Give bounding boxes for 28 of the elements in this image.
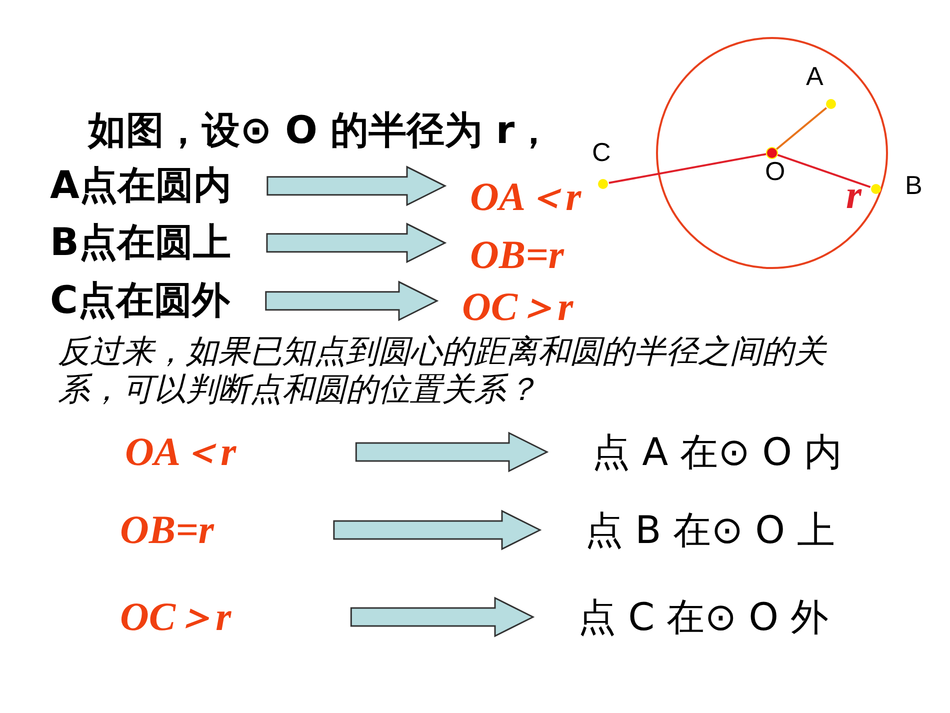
relation-formula: OB=r [120, 508, 214, 552]
point-label: A [806, 61, 824, 92]
block-arrow [355, 432, 549, 472]
block-arrow [333, 510, 542, 550]
statement-text: C点在圆外 [50, 280, 230, 322]
block-arrow [350, 596, 535, 638]
edge-label: r [846, 173, 862, 217]
relation-formula: OC＞r [120, 595, 232, 639]
statement-text: B点在圆上 [50, 222, 231, 264]
question-paragraph: 反过来，如果已知点到圆心的距离和圆的半径之间的关系，可以判断点和圆的位置关系？ [58, 332, 828, 409]
block-arrow [266, 166, 447, 206]
segment-line [776, 107, 828, 150]
conclusion-text: 点 A 在⊙ O 内 [592, 432, 842, 474]
relation-formula: OA＜r [470, 175, 582, 219]
point-label: O [765, 156, 786, 187]
point-label: C [592, 137, 611, 168]
statement-text: A点在圆内 [50, 165, 232, 207]
conclusion-text: 点 C 在⊙ O 外 [578, 597, 829, 639]
block-arrow [265, 280, 439, 322]
relation-formula: OC＞r [462, 285, 574, 329]
block-arrow [266, 222, 447, 264]
relation-formula: OB=r [470, 233, 564, 277]
segment-line [777, 154, 871, 188]
heading-text: 如图，设⊙ O 的半径为 r， [88, 110, 553, 152]
relation-formula: OA＜r [125, 430, 236, 474]
conclusion-text: 点 B 在⊙ O 上 [585, 510, 836, 552]
point-label: B [905, 170, 922, 201]
segment-line [608, 153, 766, 184]
